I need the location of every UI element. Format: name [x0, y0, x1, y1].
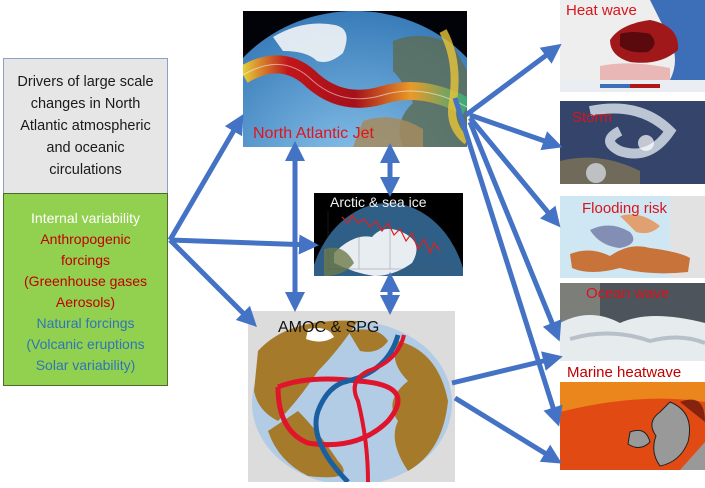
arrow-amoc-to-marine-heatwave — [453, 395, 562, 464]
ocean-wave-image: Ocean wave — [560, 283, 705, 361]
marine-heatwave-image — [560, 382, 705, 470]
drivers-title-line: changes in North — [30, 96, 141, 112]
ocean-wave-photo-icon — [560, 283, 705, 361]
arctic-label: Arctic & sea ice — [330, 194, 427, 210]
arrow-amoc-to-ocean-wave — [451, 351, 563, 386]
drivers-title: Drivers of large scale changes in North … — [13, 71, 157, 181]
arrow-forcings-to-arctic — [169, 234, 319, 255]
storm-image: Storm — [560, 101, 705, 184]
flooding-risk-image: Flooding risk — [560, 196, 705, 278]
flooding-map-icon — [560, 196, 705, 278]
arctic-globe-icon — [314, 203, 463, 276]
forcing-solar: Solar variability) — [35, 357, 136, 373]
amoc-spg-image: AMOC & SPG — [248, 311, 455, 482]
marine-heatwave-map-icon — [560, 382, 705, 470]
arrow-jet-to-marine-heatwave — [452, 97, 563, 427]
amoc-label: AMOC & SPG — [278, 319, 380, 336]
marine-heatwave-label: Marine heatwave — [567, 364, 682, 381]
heatwave-map-icon — [560, 0, 705, 88]
forcings-box: Internal variability Anthropogenic forci… — [3, 193, 168, 386]
forcing-aerosols: Aerosols) — [55, 294, 116, 310]
flooding-risk-label: Flooding risk — [582, 200, 668, 217]
arctic-sea-ice-image: Arctic & sea ice — [314, 193, 463, 276]
forcing-natural: Natural forcings — [36, 315, 135, 331]
jet-label: North Atlantic Jet — [253, 125, 374, 142]
forcing-internal-variability: Internal variability — [31, 210, 140, 226]
drivers-title-line: and oceanic — [46, 140, 125, 156]
storm-label: Storm — [572, 109, 613, 126]
arrow-jet-to-heatwave — [464, 43, 562, 118]
north-atlantic-jet-image: North Atlantic Jet — [243, 11, 467, 147]
forcing-greenhouse-gases: (Greenhouse gases — [24, 273, 147, 289]
jet-globe-icon — [243, 11, 467, 147]
forcing-anthropogenic: Anthropogenic — [40, 231, 131, 247]
forcing-anthropogenic-cont: forcings — [60, 252, 111, 268]
heat-wave-label: Heat wave — [566, 2, 637, 19]
arrow-jet-to-flooding — [468, 116, 561, 228]
drivers-title-line: Drivers of large scale — [17, 74, 154, 90]
drivers-title-box: Drivers of large scale changes in North … — [3, 58, 168, 193]
forcing-volcanic: (Volcanic eruptions — [26, 336, 145, 352]
arrow-jet-to-storm — [469, 112, 563, 151]
drivers-title-line: Atlantic atmospheric — [20, 118, 151, 134]
ocean-wave-label: Ocean wave — [586, 285, 670, 302]
amoc-map-icon — [252, 320, 452, 482]
arrow-jet-to-ocean-wave — [467, 121, 562, 342]
arrow-forcings-to-amoc — [168, 238, 257, 327]
heat-wave-image: Heat wave — [560, 0, 705, 92]
arrow-forcings-to-jet — [167, 113, 244, 242]
drivers-title-line: circulations — [49, 162, 122, 178]
storm-satellite-icon — [560, 101, 705, 184]
